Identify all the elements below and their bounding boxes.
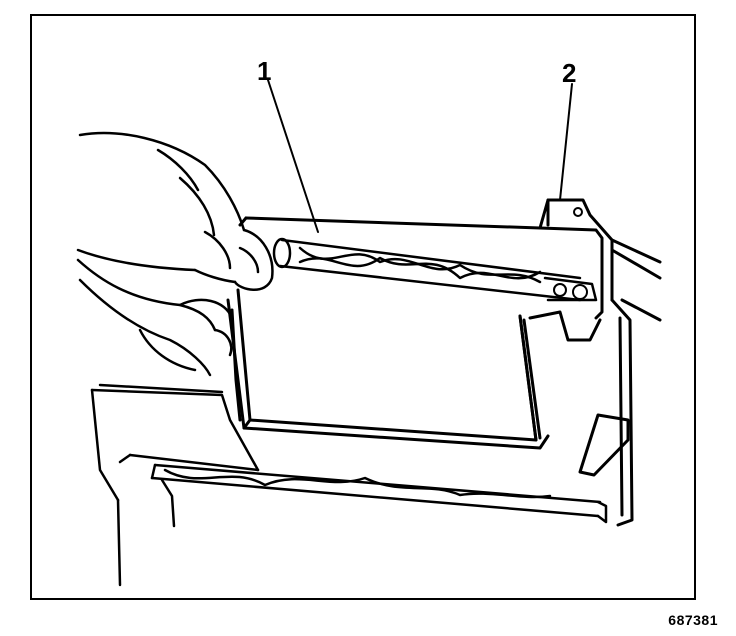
filter-housing [238, 198, 662, 527]
upper-rod [272, 237, 598, 302]
lower-housing [90, 383, 260, 587]
leader-lines [267, 79, 573, 233]
hand [76, 131, 274, 377]
leader-line-1 [267, 79, 319, 233]
callout-2: 2 [562, 58, 577, 88]
callout-1: 1 [257, 56, 272, 86]
illustration-frame [30, 14, 696, 600]
figure-id: 687381 [668, 612, 718, 628]
lower-track-rod [150, 463, 608, 528]
filter-element [226, 288, 550, 450]
leader-line-2 [559, 83, 573, 201]
